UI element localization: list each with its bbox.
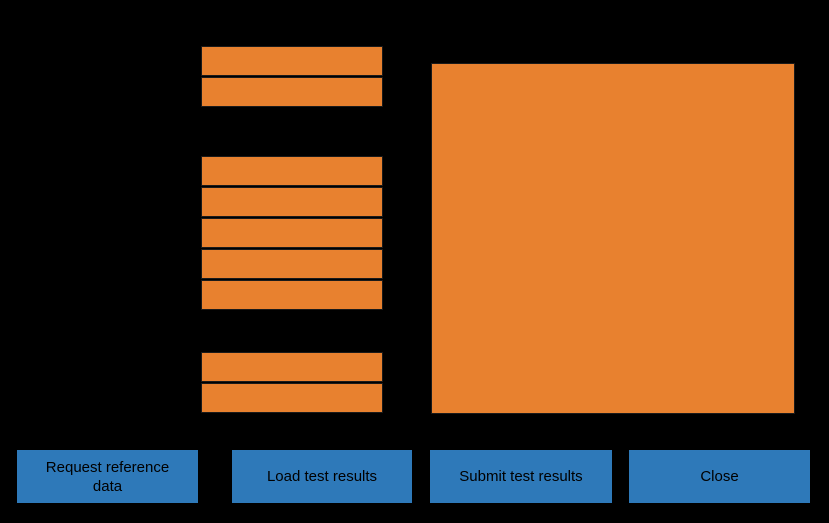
bar-group-1 — [201, 46, 383, 107]
bar-group-3 — [201, 352, 383, 413]
bar-row[interactable] — [201, 218, 383, 248]
content-preview-panel[interactable] — [431, 63, 795, 414]
submit-test-results-button[interactable]: Submit test results — [430, 450, 612, 503]
bar-row[interactable] — [201, 280, 383, 310]
bar-row[interactable] — [201, 46, 383, 76]
bar-row[interactable] — [201, 187, 383, 217]
load-test-results-button[interactable]: Load test results — [232, 450, 412, 503]
bar-row[interactable] — [201, 352, 383, 382]
bar-row[interactable] — [201, 383, 383, 413]
bar-group-2 — [201, 156, 383, 310]
action-bar: Request reference data Load test results… — [0, 450, 829, 503]
bar-row[interactable] — [201, 156, 383, 186]
orange-bar-list — [201, 0, 383, 430]
bar-row[interactable] — [201, 77, 383, 107]
close-button[interactable]: Close — [629, 450, 810, 503]
bar-row[interactable] — [201, 249, 383, 279]
request-reference-data-button[interactable]: Request reference data — [17, 450, 198, 503]
